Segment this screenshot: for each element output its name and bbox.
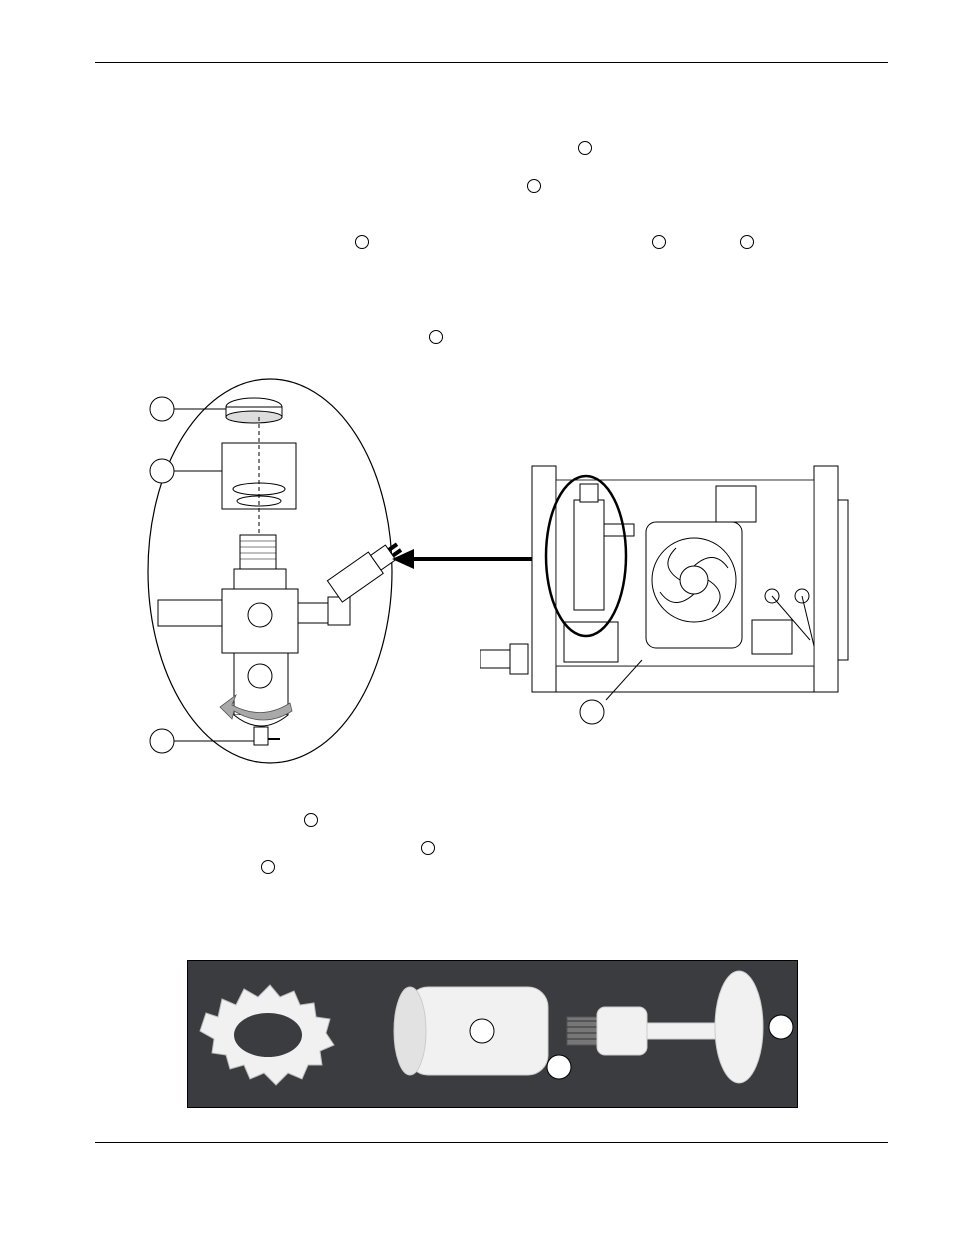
left-arrow-icon	[392, 549, 414, 569]
filter-parts-photo	[187, 960, 798, 1108]
text-callout-circle	[652, 235, 666, 249]
text-callout-circle	[429, 330, 443, 344]
text-callout-circle	[578, 141, 592, 155]
text-callout-circle	[421, 841, 435, 855]
bottom-rule	[95, 1142, 888, 1143]
power-supply-side-view-drawing	[480, 460, 890, 730]
text-callout-circle	[261, 860, 275, 874]
figure-filter-assembly	[140, 375, 900, 775]
text-callout-circle	[304, 813, 318, 827]
text-callout-circle	[355, 235, 369, 249]
text-callout-circle	[740, 235, 754, 249]
filter-bowl-exploded-drawing	[147, 378, 550, 764]
text-callout-circle	[527, 179, 541, 193]
top-rule	[95, 62, 888, 63]
